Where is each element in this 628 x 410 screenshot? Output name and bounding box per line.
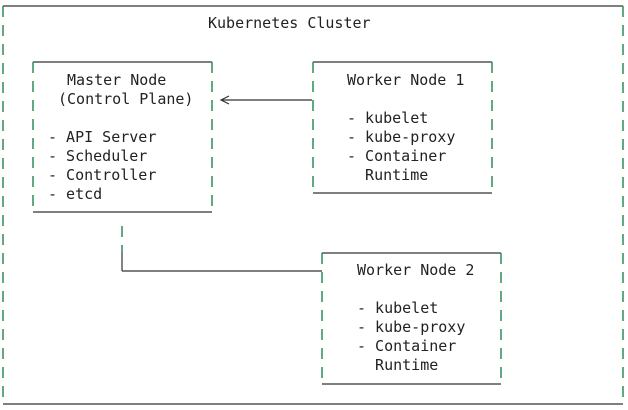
master-item-api-server: - API Server [48,128,157,146]
master-item-scheduler: - Scheduler [48,147,148,165]
worker2-item-runtime: Runtime [357,356,439,374]
cluster-title: Kubernetes Cluster [208,14,371,32]
worker2-item-kube-proxy: - kube-proxy [357,318,466,336]
worker1-to-master-arrow [219,95,312,105]
master-item-etcd: - etcd [48,185,103,203]
worker1-item-runtime: Runtime [347,166,429,184]
master-node-subtitle: (Control Plane) [58,90,194,108]
worker1-item-kubelet: - kubelet [347,109,429,127]
worker-node-2-title: Worker Node 2 [357,261,475,279]
worker2-item-container: - Container [357,337,457,355]
master-node-box [32,61,213,213]
worker-node-1-title: Worker Node 1 [347,71,465,89]
master-to-worker2-connector [121,226,322,272]
worker-node-2-box [321,252,502,385]
worker2-item-kubelet: - kubelet [357,299,439,317]
worker1-item-container: - Container [347,147,447,165]
master-node-title: Master Node [67,71,167,89]
cluster-box [2,5,624,405]
arrow-head [219,95,230,105]
worker-node-1-box [312,61,493,194]
worker1-item-kube-proxy: - kube-proxy [347,128,456,146]
master-item-controller: - Controller [48,166,157,184]
